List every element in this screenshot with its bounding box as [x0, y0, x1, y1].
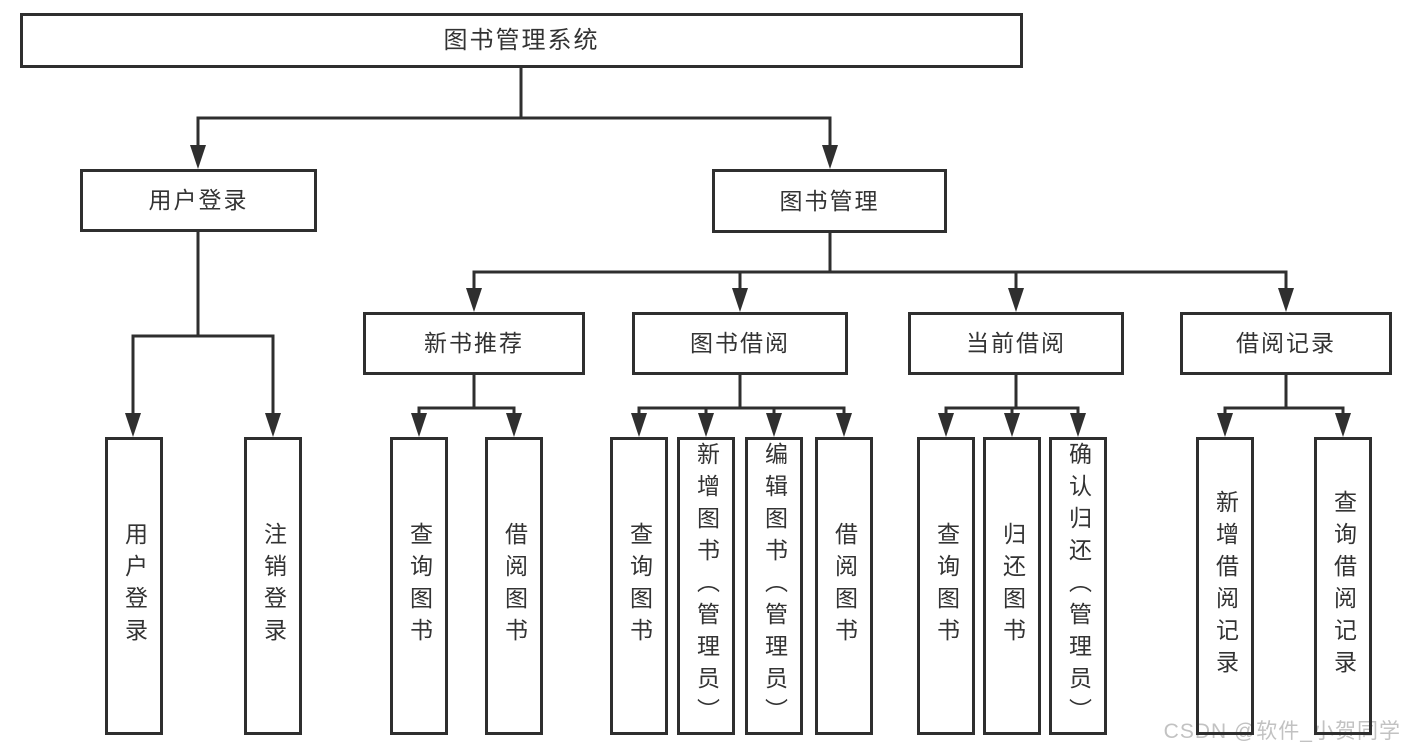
node-book-management: 图书管理 — [712, 169, 947, 233]
leaf-borrow-books-recommend: 借阅图书 — [485, 437, 543, 735]
node-new-book-recommend-label: 新书推荐 — [424, 330, 524, 356]
node-root: 图书管理系统 — [20, 13, 1023, 68]
node-user-login-label: 用户登录 — [148, 187, 249, 213]
leaf-borrow-books-2: 借阅图书 — [815, 437, 873, 735]
leaf-query-books-current-label: 查询图书 — [933, 522, 960, 650]
leaf-add-book-admin-label: 新增图书（管理员） — [693, 442, 720, 730]
node-user-login: 用户登录 — [80, 169, 317, 232]
leaf-add-borrow-record-label: 新增借阅记录 — [1212, 490, 1239, 682]
node-borrow-records: 借阅记录 — [1180, 312, 1392, 375]
leaf-edit-book-admin: 编辑图书（管理员） — [745, 437, 803, 735]
leaf-query-borrow-record: 查询借阅记录 — [1314, 437, 1372, 735]
node-book-borrow: 图书借阅 — [632, 312, 848, 375]
node-book-management-label: 图书管理 — [779, 187, 880, 214]
leaf-borrow-books-recommend-label: 借阅图书 — [501, 522, 528, 650]
leaf-edit-book-admin-label: 编辑图书（管理员） — [761, 442, 788, 730]
leaf-logout-label: 注销登录 — [260, 522, 287, 650]
node-root-label: 图书管理系统 — [443, 26, 600, 54]
leaf-query-books-recommend-label: 查询图书 — [406, 522, 433, 650]
leaf-borrow-books-2-label: 借阅图书 — [831, 522, 858, 650]
node-borrow-records-label: 借阅记录 — [1236, 330, 1336, 356]
leaf-query-books-borrow-label: 查询图书 — [626, 522, 653, 650]
node-new-book-recommend: 新书推荐 — [363, 312, 585, 375]
leaf-query-books-current: 查询图书 — [917, 437, 975, 735]
leaf-confirm-return-admin: 确认归还（管理员） — [1049, 437, 1107, 735]
leaf-confirm-return-admin-label: 确认归还（管理员） — [1065, 442, 1092, 730]
leaf-logout: 注销登录 — [244, 437, 302, 735]
leaf-query-books-recommend: 查询图书 — [390, 437, 448, 735]
leaf-user-login-label: 用户登录 — [121, 522, 148, 650]
leaf-add-borrow-record: 新增借阅记录 — [1196, 437, 1254, 735]
leaf-return-book-label: 归还图书 — [999, 522, 1026, 650]
leaf-query-books-borrow: 查询图书 — [610, 437, 668, 735]
csdn-watermark: CSDN @软件_小贺同学 — [1163, 720, 1401, 743]
node-current-borrow-label: 当前借阅 — [966, 330, 1066, 356]
node-current-borrow: 当前借阅 — [908, 312, 1124, 375]
node-book-borrow-label: 图书借阅 — [690, 330, 790, 356]
leaf-query-borrow-record-label: 查询借阅记录 — [1330, 490, 1357, 682]
leaf-add-book-admin: 新增图书（管理员） — [677, 437, 735, 735]
leaf-user-login: 用户登录 — [105, 437, 163, 735]
leaf-return-book: 归还图书 — [983, 437, 1041, 735]
